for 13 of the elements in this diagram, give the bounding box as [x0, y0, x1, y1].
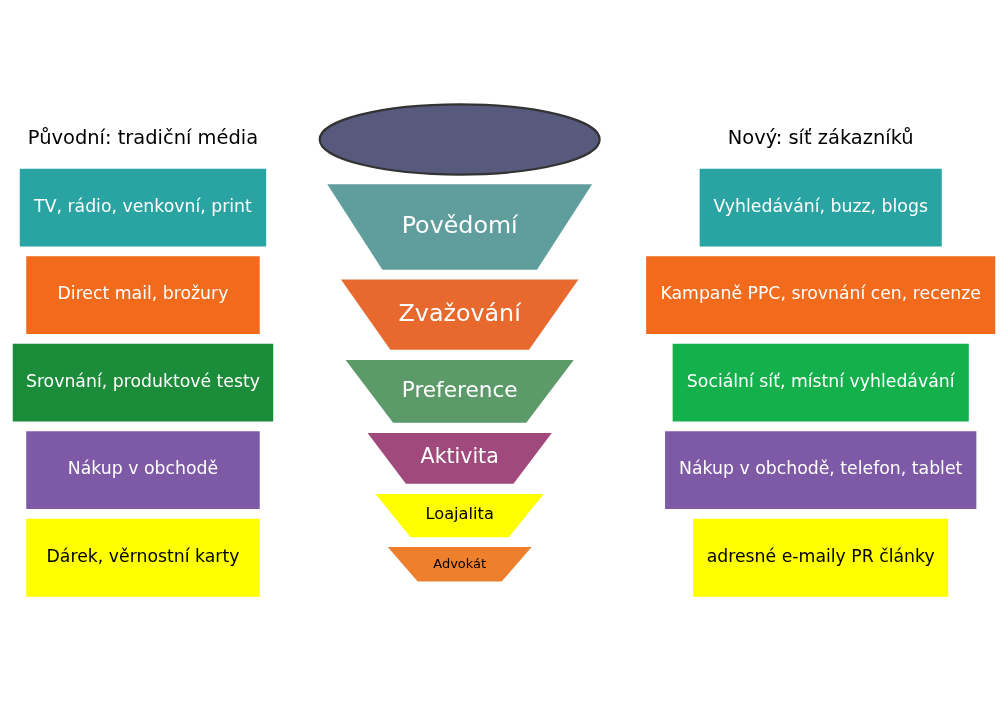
label: Nový: síť zákazníků	[727, 126, 914, 150]
node-box: Kampaně PPC, srovnání cen, recenze	[646, 256, 996, 334]
node-box: Vyhledávání, buzz, blogs	[699, 168, 942, 247]
node-ellipse	[318, 103, 601, 176]
node-box: Srovnání, produktové testy	[12, 343, 274, 422]
node-box: Direct mail, brožury	[26, 256, 260, 334]
node-box: adresné e-maily PR články	[693, 518, 949, 597]
node-box: Dárek, věrnostní karty	[26, 518, 260, 597]
label: Původní: tradiční média	[27, 126, 259, 150]
node-box: TV, rádio, venkovní, print	[19, 168, 267, 247]
node-box: Sociální síť, místní vyhledávání	[672, 343, 969, 422]
node-box: Nákup v obchodě	[26, 431, 260, 510]
node-box: Nákup v obchodě, telefon, tablet	[665, 431, 977, 510]
